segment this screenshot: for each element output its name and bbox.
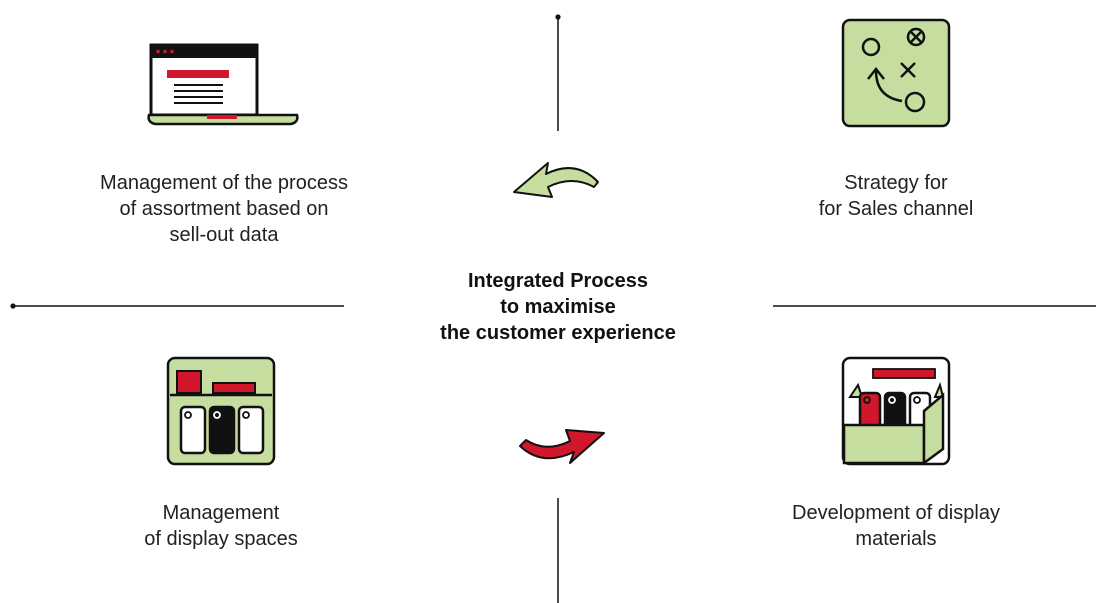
curved-arrow-left-icon xyxy=(513,162,599,198)
caption-display-spaces: Management of display spaces xyxy=(144,502,298,550)
display-stand-icon xyxy=(841,356,951,466)
divider-top-dot xyxy=(555,14,561,20)
laptop-icon xyxy=(147,43,299,126)
caption-assortment: Management of the process of assortment … xyxy=(100,172,348,246)
caption-display-materials: Development of display materials xyxy=(792,502,1000,550)
curved-arrow-right-icon xyxy=(519,429,605,464)
divider-left-dot xyxy=(10,303,16,309)
display-shelf-icon xyxy=(166,356,276,466)
center-title: Integrated Process to maximise the custo… xyxy=(440,270,676,344)
caption-strategy: Strategy for for Sales channel xyxy=(818,172,974,220)
strategy-board-icon xyxy=(841,18,951,128)
